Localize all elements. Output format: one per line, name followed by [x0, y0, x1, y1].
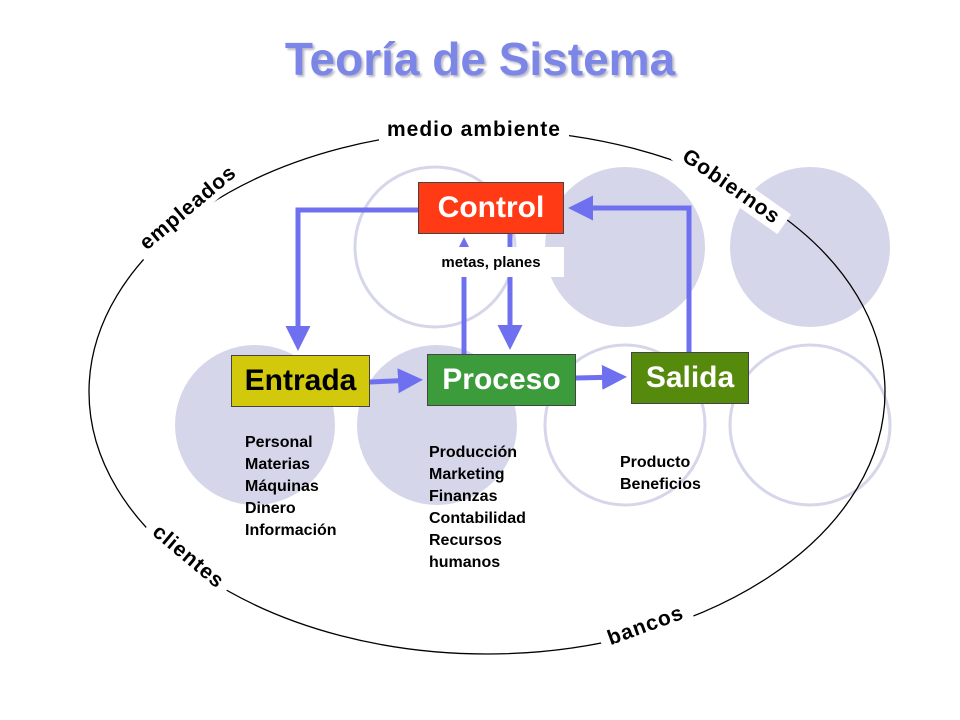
env-label-medio-ambiente: medio ambiente: [379, 118, 569, 142]
list-item: Marketing: [429, 466, 505, 483]
control-box: Control: [418, 182, 564, 234]
list-item: Contabilidad: [429, 510, 526, 527]
list-item: Producto: [620, 454, 691, 471]
list-item: humanos: [429, 554, 501, 571]
list-item: Máquinas: [245, 478, 319, 495]
proceso-list: Producción Marketing Finanzas Contabilid…: [429, 442, 526, 574]
list-item: Finanzas: [429, 488, 498, 505]
list-item: Dinero: [245, 500, 296, 517]
entrada-list: Personal Materias Máquinas Dinero Inform…: [245, 432, 337, 542]
salida-box: Salida: [631, 352, 749, 404]
list-item: Materias: [245, 456, 310, 473]
bg-circle-far-right-bottom: [728, 343, 892, 507]
arrow-proceso-to-salida: [575, 364, 627, 390]
bg-circle-right-top: [545, 167, 705, 327]
list-item: Información: [245, 522, 337, 539]
arrow-entrada-to-proceso: [369, 368, 423, 394]
proceso-box: Proceso: [427, 354, 576, 406]
page-title: Teoría de Sistema: [284, 33, 676, 85]
arrow-control-to-entrada: [285, 207, 418, 352]
list-item: Beneficios: [620, 476, 701, 493]
list-item: Recursos: [429, 532, 502, 549]
salida-list: Producto Beneficios: [620, 452, 701, 496]
entrada-box: Entrada: [231, 355, 370, 407]
arrow-salida-to-control: [567, 195, 692, 352]
control-note: metas, planes: [418, 247, 564, 277]
list-item: Personal: [245, 434, 313, 451]
list-item: Producción: [429, 444, 518, 461]
